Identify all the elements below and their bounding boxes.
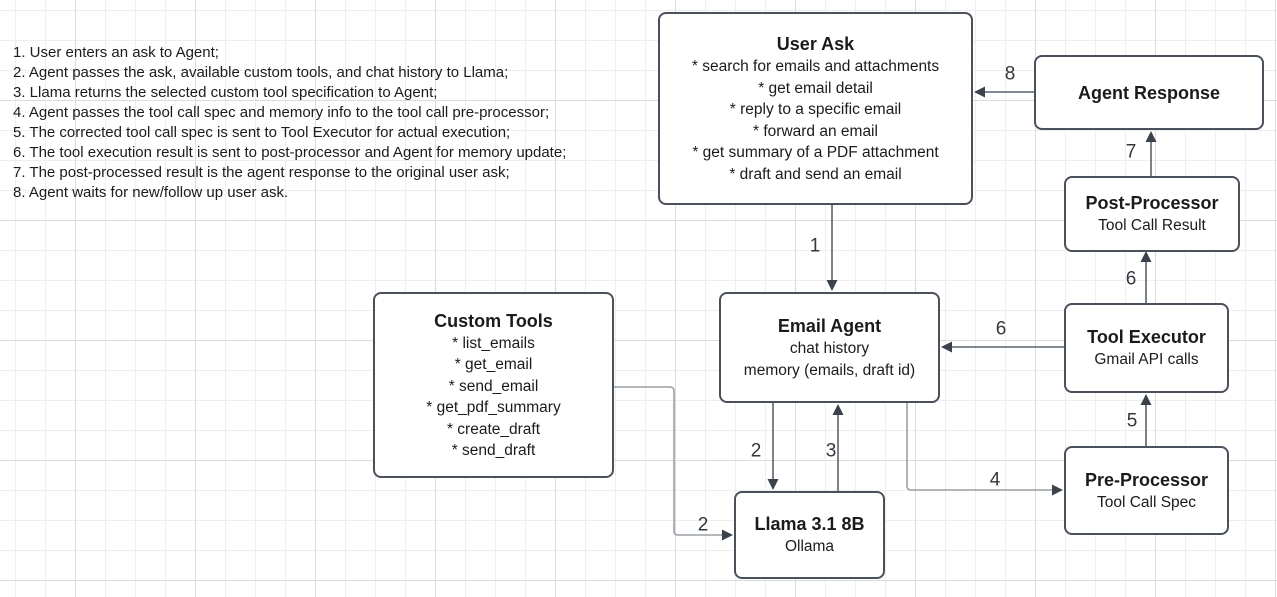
node-pre-processor-subtitle: Tool Call Spec [1096,493,1197,511]
node-pre-processor[interactable]: Pre-Processor Tool Call Spec [1064,446,1229,535]
edge-6a-arrowhead [1140,251,1152,262]
node-post-processor-subtitle: Tool Call Result [1098,217,1206,235]
edge-3-arrowhead [832,404,844,415]
step-line: 6. The tool execution result is sent to … [13,144,567,161]
custom-tools-item: * send_draft [451,442,536,459]
node-post-processor-title: Post-Processor [1085,193,1219,214]
step-line: 7. The post-processed result is the agen… [13,164,510,181]
email-agent-line: chat history [789,340,870,357]
custom-tools-item: * get_pdf_summary [426,399,561,416]
edge-2b-arrowhead [722,529,733,541]
edge-5-arrowhead [1140,394,1152,405]
step-line: 2. Agent passes the ask, available custo… [13,64,509,81]
user-ask-item: * draft and send an email [729,165,902,183]
user-ask-item: * forward an email [753,122,878,140]
node-agent-response[interactable]: Agent Response [1034,55,1264,130]
user-ask-item: * get email detail [758,79,873,97]
node-tool-executor[interactable]: Tool Executor Gmail API calls [1064,303,1229,393]
step-line: 4. Agent passes the tool call spec and m… [13,104,550,121]
node-agent-response-title: Agent Response [1077,82,1221,103]
edge-label-4[interactable]: 4 [989,469,1001,491]
custom-tools-item: * send_email [448,377,539,395]
steps-text-block[interactable]: 1. User enters an ask to Agent; 2. Agent… [13,43,566,203]
edge-7-arrowhead [1145,131,1157,142]
user-ask-item: * get summary of a PDF attachment [692,144,939,161]
edge-4-arrowhead [1052,484,1063,496]
edge-label-7[interactable]: 7 [1125,141,1137,163]
edge-label-5[interactable]: 5 [1126,410,1138,432]
node-post-processor[interactable]: Post-Processor Tool Call Result [1064,176,1240,252]
node-custom-tools[interactable]: Custom Tools * list_emails * get_email *… [373,292,614,478]
node-tool-executor-title: Tool Executor [1087,327,1206,348]
edge-label-1[interactable]: 1 [809,235,821,257]
custom-tools-item: * list_emails [452,334,535,352]
step-line: 8. Agent waits for new/follow up user as… [13,184,289,201]
edge-label-8[interactable]: 8 [1004,63,1016,85]
edge-8-arrowhead [974,86,985,98]
node-llama-subtitle: Ollama [784,538,835,556]
edge-label-2b[interactable]: 2 [697,514,709,536]
node-user-ask[interactable]: User Ask * search for emails and attachm… [658,12,973,205]
node-email-agent[interactable]: Email Agent chat history memory (emails,… [719,292,940,403]
node-user-ask-title: User Ask [776,34,855,54]
edge-label-6a[interactable]: 6 [1125,268,1137,290]
edge-label-2a[interactable]: 2 [750,440,762,462]
edge-1-arrowhead [826,280,838,291]
edge-label-3[interactable]: 3 [825,440,837,462]
edge-2b[interactable] [613,386,722,536]
node-llama[interactable]: Llama 3.1 8B Ollama [734,491,885,579]
user-ask-item: * reply to a specific email [729,101,902,118]
edge-2a-arrowhead [767,479,779,490]
node-tool-executor-subtitle: Gmail API calls [1094,351,1199,369]
edge-4[interactable] [906,403,1052,491]
node-custom-tools-title: Custom Tools [434,310,553,331]
custom-tools-item: * create_draft [446,420,541,438]
edge-6b-arrowhead [941,341,952,353]
step-line: 1. User enters an ask to Agent; [13,44,219,61]
node-llama-title: Llama 3.1 8B [754,514,865,535]
step-line: 3. Llama returns the selected custom too… [13,84,438,101]
email-agent-line: memory (emails, draft id) [743,361,916,379]
step-line: 5. The corrected tool call spec is sent … [13,124,511,141]
edge-label-6b[interactable]: 6 [995,318,1007,340]
node-email-agent-title: Email Agent [777,316,882,336]
user-ask-item: * search for emails and attachments [691,58,940,75]
custom-tools-item: * get_email [454,356,533,373]
node-pre-processor-title: Pre-Processor [1084,469,1209,490]
